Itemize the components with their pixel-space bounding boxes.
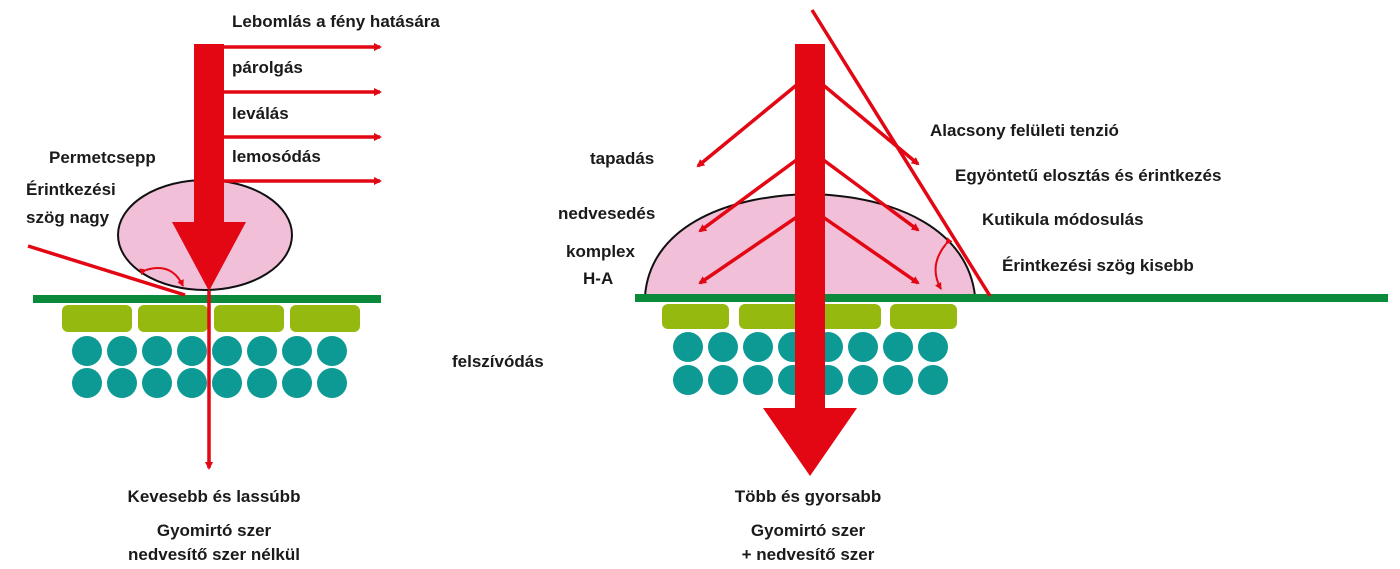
label-absorption: felszívódás (452, 352, 544, 371)
label-cuticle-modification: Kutikula módosulás (982, 210, 1144, 229)
label-low-surface-tension: Alacsony felületi tenzió (930, 121, 1119, 140)
label-contact-angle-line1: Érintkezési (26, 180, 116, 199)
label-smaller-contact-angle: Érintkezési szög kisebb (1002, 256, 1194, 275)
right-spread-arrows (696, 72, 920, 285)
label-right-caption-line1: Gyomirtó szer (750, 521, 866, 540)
left-main-arrow (172, 44, 246, 291)
label-spray-droplet: Permetcsepp (49, 148, 156, 167)
label-left-caption-line2: nedvesítő szer nélkül (128, 545, 300, 564)
label-right-result: Több és gyorsabb (734, 487, 882, 506)
left-leaf-surface (33, 295, 381, 303)
right-main-arrow (763, 44, 857, 476)
left-cuticle-layer (62, 305, 360, 332)
label-adhesion: tapadás (590, 149, 655, 168)
left-cell-layer (72, 336, 347, 398)
label-washoff: lemosódás (232, 147, 321, 166)
left-panel (27, 43, 382, 470)
right-contact-angle-arc (934, 237, 953, 290)
label-complex-line2: H-A (583, 269, 614, 288)
label-uniform-distribution: Egyöntetű elosztás és érintkezés (955, 166, 1222, 185)
right-cuticle-layer (662, 304, 957, 329)
label-detachment: leválás (232, 104, 289, 123)
label-complex-line1: komplex (566, 242, 635, 261)
right-tangent-line (810, 9, 992, 297)
label-right-caption-line2: + nedvesítő szer (741, 545, 875, 564)
left-loss-arrows (224, 43, 382, 185)
right-leaf-surface (635, 294, 1388, 302)
label-evaporation: párolgás (232, 58, 303, 77)
label-left-result: Kevesebb és lassúbb (127, 487, 301, 506)
label-photodegradation: Lebomlás a fény hatására (232, 12, 440, 31)
left-contact-angle-arc (139, 267, 184, 287)
label-left-caption-line1: Gyomirtó szer (156, 521, 272, 540)
label-wetting: nedvesedés (558, 204, 656, 223)
right-panel (635, 9, 1388, 476)
label-contact-angle-line2: szög nagy (26, 208, 110, 227)
